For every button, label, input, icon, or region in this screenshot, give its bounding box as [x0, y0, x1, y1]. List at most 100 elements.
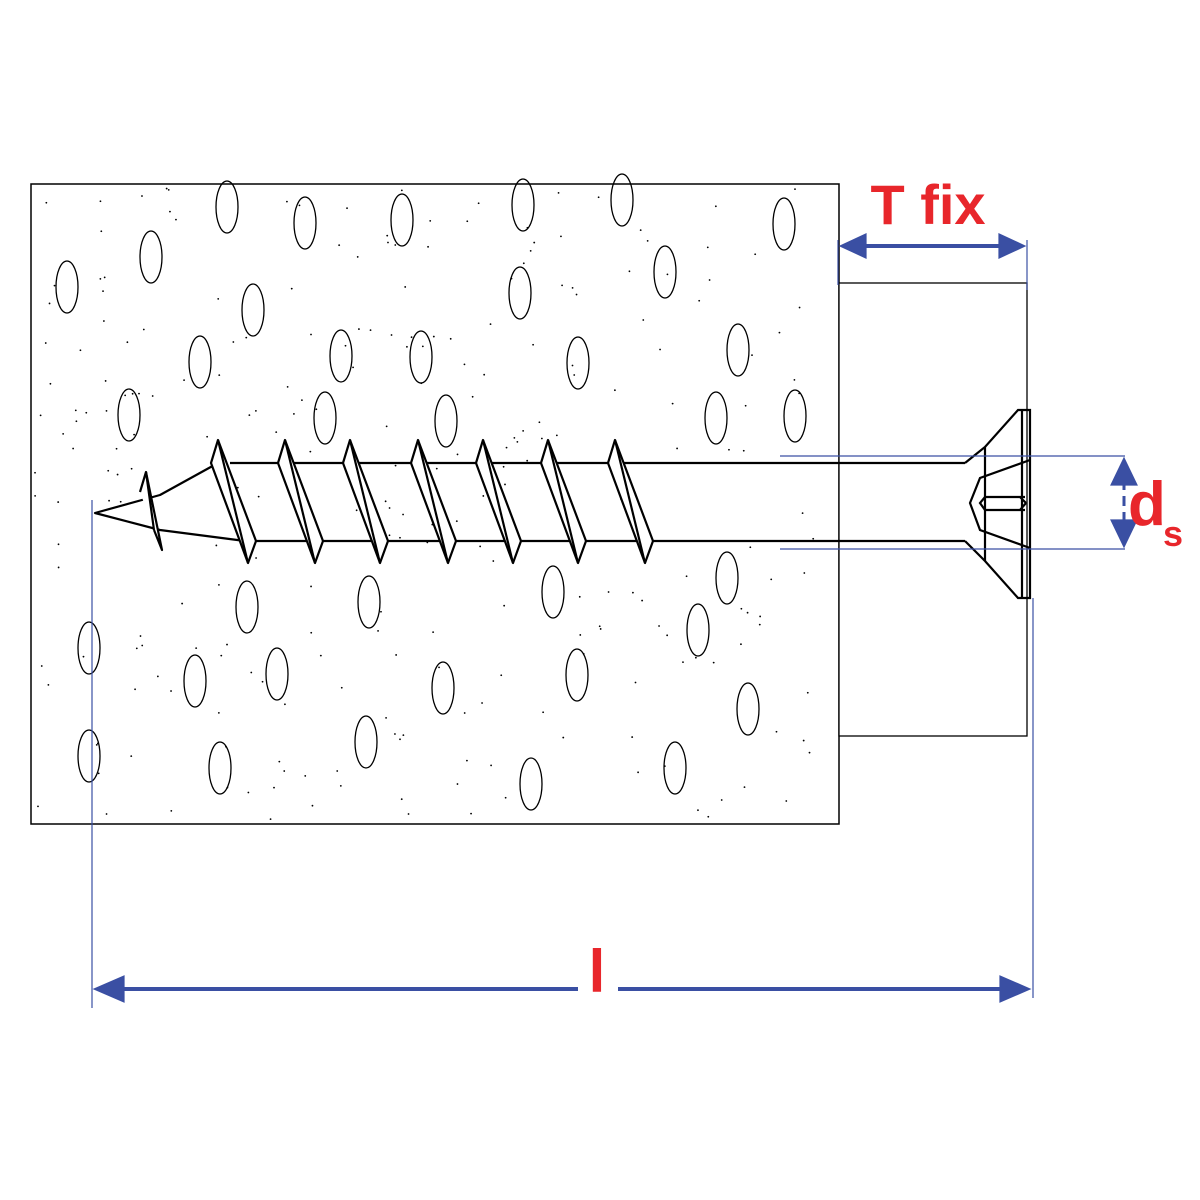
speckle [427, 245, 429, 248]
speckle [481, 702, 483, 704]
speckle [806, 691, 809, 694]
speckle [215, 544, 218, 547]
speckle [746, 611, 749, 614]
pore [117, 388, 141, 442]
speckle [742, 449, 745, 452]
speckle [57, 566, 60, 569]
speckle [135, 647, 138, 650]
speckle [108, 499, 110, 502]
speckle [421, 345, 424, 348]
speckle [526, 459, 529, 462]
speckle [598, 625, 601, 628]
speckle [40, 665, 43, 667]
speckle [53, 284, 56, 287]
pore [390, 193, 414, 247]
speckle [637, 771, 639, 774]
speckle [151, 395, 154, 397]
thread-edge [216, 439, 250, 564]
speckle [232, 341, 235, 343]
thread-edge [348, 439, 382, 564]
speckle [639, 229, 642, 232]
speckle [504, 796, 507, 799]
arrow-left-icon [838, 233, 867, 259]
speckle [740, 643, 742, 646]
speckle [502, 465, 505, 468]
speckle [802, 739, 805, 742]
speckle [707, 815, 710, 818]
pore [566, 336, 590, 390]
speckle [712, 661, 715, 664]
speckle [254, 409, 257, 412]
concrete-speckle [34, 187, 815, 821]
speckle [170, 810, 173, 812]
tfix-label: T fix [870, 173, 985, 236]
speckle [505, 446, 508, 449]
speckle [167, 188, 170, 191]
speckle [402, 513, 404, 516]
speckle [311, 804, 314, 807]
speckle [483, 373, 486, 376]
speckle [728, 448, 730, 451]
speckle [369, 329, 372, 332]
speckle [96, 742, 99, 745]
speckle [503, 604, 506, 607]
speckle [631, 736, 634, 738]
speckle [641, 599, 644, 602]
pore [565, 648, 589, 702]
speckle [310, 631, 313, 634]
pore [686, 603, 710, 657]
screw-head [964, 408, 1032, 600]
speckle [48, 302, 51, 305]
speckle [44, 342, 47, 344]
speckle [463, 363, 466, 366]
speckle [778, 331, 781, 334]
speckle [510, 277, 513, 280]
speckle [105, 409, 108, 412]
speckle [744, 404, 747, 407]
speckle [466, 220, 469, 223]
speckle [278, 760, 281, 763]
diameter-subscript: s [1163, 513, 1183, 554]
speckle [217, 712, 220, 714]
speckle [394, 733, 396, 735]
speckle [697, 809, 699, 812]
pore [783, 389, 807, 443]
pore [653, 245, 677, 299]
speckle [103, 276, 106, 279]
speckle [562, 736, 565, 739]
speckle [432, 631, 435, 634]
speckle [533, 241, 536, 244]
speckle [432, 335, 435, 338]
speckle [402, 734, 405, 737]
speckle [522, 429, 525, 432]
speckle [75, 420, 78, 423]
speckle [97, 772, 100, 775]
speckle [131, 392, 134, 395]
speckle [255, 557, 257, 559]
pore [704, 391, 728, 445]
speckle [785, 800, 788, 802]
speckle [708, 279, 711, 281]
pore [511, 178, 535, 232]
arrow-left-icon [92, 975, 125, 1003]
speckle [104, 380, 107, 382]
speckle [614, 389, 616, 392]
speckle [142, 328, 145, 331]
speckle [82, 655, 85, 658]
speckle [666, 273, 669, 276]
pore [772, 197, 796, 251]
speckle [798, 392, 801, 395]
speckle [666, 634, 669, 637]
speckle [607, 591, 610, 593]
speckle [85, 411, 88, 414]
speckle [102, 290, 104, 292]
speckle [156, 675, 159, 678]
pore [241, 283, 265, 337]
speckle [336, 770, 339, 772]
speckle [463, 712, 466, 714]
speckle [685, 575, 688, 578]
speckle [682, 661, 684, 664]
speckle [560, 235, 562, 238]
pore [235, 580, 259, 634]
